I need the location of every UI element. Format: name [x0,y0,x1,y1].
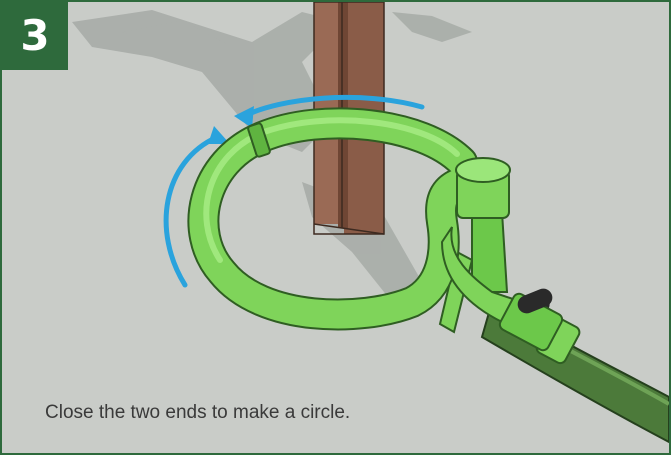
foliage-shadow [72,10,472,302]
instruction-caption: Close the two ends to make a circle. [45,402,350,424]
step-number-badge: 3 [2,2,68,70]
